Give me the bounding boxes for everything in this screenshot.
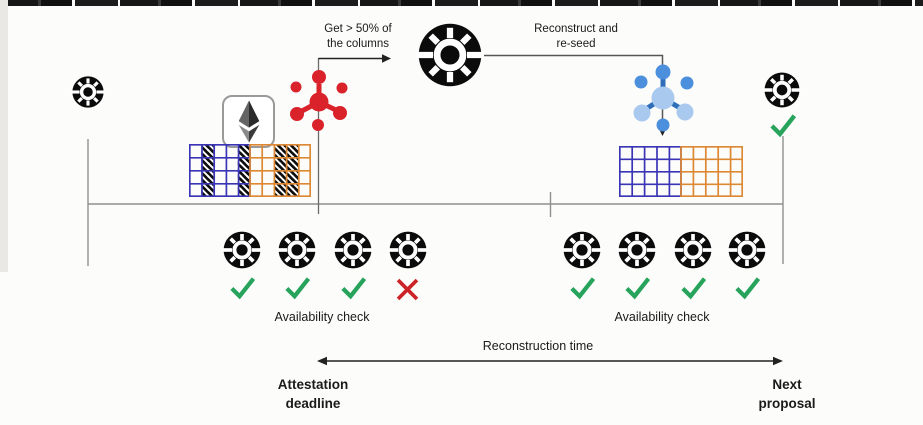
- reconstructed-blob-grid: [619, 146, 743, 197]
- availability-result: [285, 276, 310, 301]
- availability-result: [230, 276, 255, 301]
- sampler-node-icon: [727, 230, 767, 270]
- sampler-node-icon: [617, 230, 657, 270]
- sampler-node-icon: [562, 230, 602, 270]
- sampler-node-icon: [673, 230, 713, 270]
- left-edge-artifact: [0, 0, 8, 272]
- blue-network-icon: [633, 64, 694, 132]
- success-check-icon: [770, 113, 796, 139]
- top-crop-artifact: [0, 0, 923, 6]
- availability-result: [570, 276, 595, 301]
- ethereum-diamond-icon: [238, 99, 259, 143]
- availability-result: [341, 276, 366, 301]
- red-network-icon: [290, 70, 348, 131]
- sampler-node-icon: [277, 230, 317, 270]
- reconstruction-time-label: Reconstruction time: [482, 339, 594, 353]
- node-icon: [763, 71, 801, 109]
- reconstruction-time-arrow: [317, 356, 783, 366]
- sampler-node-icon: [222, 230, 262, 270]
- attested-blob-grid: [189, 144, 311, 197]
- availability-result: [735, 276, 760, 301]
- availability-check-label-right: Availability check: [614, 310, 710, 324]
- sampler-node-icon: [388, 230, 428, 270]
- blue-grid-half: [189, 144, 251, 197]
- reconstruct-label: Reconstruct and re-seed: [534, 23, 618, 50]
- availability-result: [681, 276, 706, 301]
- ethereum-logo: [222, 95, 275, 148]
- availability-check-label-left: Availability check: [274, 310, 370, 324]
- attestation-deadline-label: Attestation deadline: [277, 377, 349, 411]
- next-proposal-label: Next proposal: [758, 377, 816, 411]
- orange-grid-half: [249, 144, 311, 197]
- sampler-node-icon: [333, 230, 373, 270]
- proposer-node-icon: [416, 21, 484, 89]
- availability-result: [625, 276, 650, 301]
- node-icon: [71, 75, 105, 109]
- get-columns-arrow: [318, 54, 391, 63]
- blue-grid-half: [619, 146, 682, 197]
- availability-result: [395, 277, 420, 302]
- get-columns-label: Get > 50% of the columns: [324, 23, 392, 50]
- orange-grid-half: [680, 146, 743, 197]
